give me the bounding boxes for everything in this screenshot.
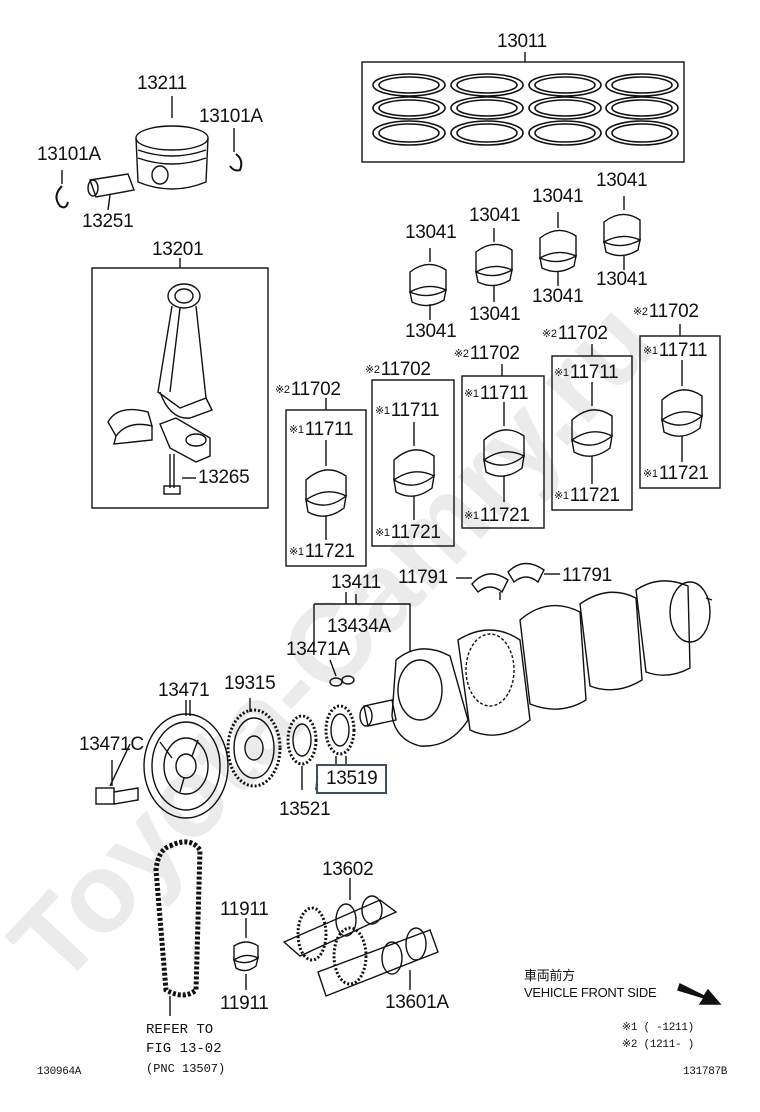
label-13471C: 13471C: [79, 734, 144, 755]
label-13411: 13411: [331, 572, 381, 593]
conrod-bearing-1: [409, 248, 447, 320]
label-11711-2: ※111711: [375, 400, 440, 421]
label-13601A: 13601A: [385, 992, 449, 1013]
piston-ring-set-frame: [361, 61, 685, 163]
label-13521: 13521: [279, 799, 331, 820]
timing-chain: [153, 839, 203, 1016]
connecting-rod-cap: [159, 417, 211, 463]
label-13041-a: 13041: [596, 170, 648, 191]
label-13101A-left: 13101A: [37, 144, 101, 165]
piston-ring-set: [372, 73, 679, 146]
label-13041-c: 13041: [469, 205, 521, 226]
legend-row-1: ※1 ( -1211): [622, 1022, 694, 1034]
camshaft-13602: [282, 878, 398, 962]
vehicle-front-en: VEHICLE FRONT SIDE: [524, 985, 657, 1000]
snap-ring-right: [229, 128, 243, 172]
label-13201: 13201: [152, 239, 204, 260]
label-11721-2: ※111721: [375, 522, 441, 543]
woodruff-keys: [329, 659, 355, 687]
label-13602: 13602: [322, 859, 374, 880]
refer-note-line1: REFER TO: [146, 1022, 214, 1038]
label-11721-1: ※111721: [289, 541, 355, 562]
vehicle-front-jp: 車両前方: [524, 968, 575, 983]
snap-ring-left: [55, 170, 69, 209]
label-13101A-right: 13101A: [199, 106, 263, 127]
main-bearing-3: [483, 402, 525, 502]
label-11702-4: ※211702: [542, 323, 608, 344]
label-13041-d: 13041: [405, 222, 457, 243]
crank-timing-rotor: [226, 698, 282, 788]
main-bearing-set-3-frame: [461, 375, 545, 529]
label-13041-h: 13041: [405, 321, 457, 342]
crankshaft-pulley: [143, 700, 229, 819]
label-19315: 19315: [224, 673, 276, 694]
label-11711-3: ※111711: [464, 383, 529, 404]
main-bearing-2: [393, 422, 435, 520]
footer-code-left: 130964A: [37, 1066, 82, 1078]
label-11791-right: 11791: [562, 565, 612, 586]
label-11711-5: ※111711: [643, 340, 708, 361]
label-11721-5: ※111721: [643, 463, 709, 484]
label-13041-e: 13041: [596, 269, 648, 290]
conrod-bearing-4: [603, 196, 641, 270]
main-bearing-1: [305, 440, 347, 540]
label-11911-top: 11911: [220, 899, 269, 920]
connecting-rod: [157, 283, 213, 419]
footer-code-right: 131787B: [683, 1066, 728, 1078]
label-13211: 13211: [137, 73, 187, 94]
front-direction-arrow-icon: [677, 983, 722, 1005]
thrust-washer-left: [456, 573, 509, 600]
crank-sprocket-13519: [324, 704, 356, 766]
camshaft-13601A: [317, 926, 439, 997]
label-13471A: 13471A: [286, 639, 350, 660]
label-13265: 13265: [198, 467, 250, 488]
label-11911-bottom: 11911: [220, 993, 269, 1014]
label-13041-g: 13041: [469, 304, 521, 325]
rod-bearing-half: [107, 408, 154, 445]
label-11711-4: ※111711: [554, 362, 619, 383]
label-13041-b: 13041: [532, 186, 584, 207]
label-13471: 13471: [158, 680, 210, 701]
main-bearing-5: [661, 360, 703, 462]
refer-note-line2: FIG 13-02: [146, 1041, 222, 1057]
label-11721-4: ※111721: [554, 485, 620, 506]
label-11702-5: ※211702: [633, 301, 699, 322]
rod-bolt: [163, 454, 196, 495]
label-13519-highlighted[interactable]: 13519: [316, 764, 388, 794]
label-11702-2: ※211702: [365, 359, 431, 380]
label-11702-1: ※211702: [275, 379, 341, 400]
piston: [135, 96, 209, 190]
pulley-bolt: [95, 760, 139, 805]
piston-pin: [87, 173, 135, 211]
label-11711-1: ※111711: [289, 419, 354, 440]
crankshaft: [359, 580, 713, 747]
label-13041-f: 13041: [532, 286, 584, 307]
label-11702-3: ※211702: [454, 343, 520, 364]
label-13434A: 13434A: [327, 616, 391, 637]
cam-bearing: [232, 918, 260, 990]
crank-sprocket-13521: [286, 714, 318, 790]
refer-note-line3: (PNC 13507): [146, 1062, 226, 1076]
label-11791-left: 11791: [398, 567, 448, 588]
thrust-washer-right: [507, 562, 560, 584]
conrod-bearing-3: [539, 212, 577, 286]
main-bearing-4: [571, 382, 613, 484]
label-11721-3: ※111721: [464, 505, 530, 526]
legend-row-2: ※2 (1211- ): [622, 1039, 694, 1051]
label-13011: 13011: [497, 31, 547, 52]
main-bearing-set-2-frame: [371, 379, 455, 547]
conrod-bearing-2: [475, 228, 513, 302]
label-13251: 13251: [82, 211, 134, 232]
